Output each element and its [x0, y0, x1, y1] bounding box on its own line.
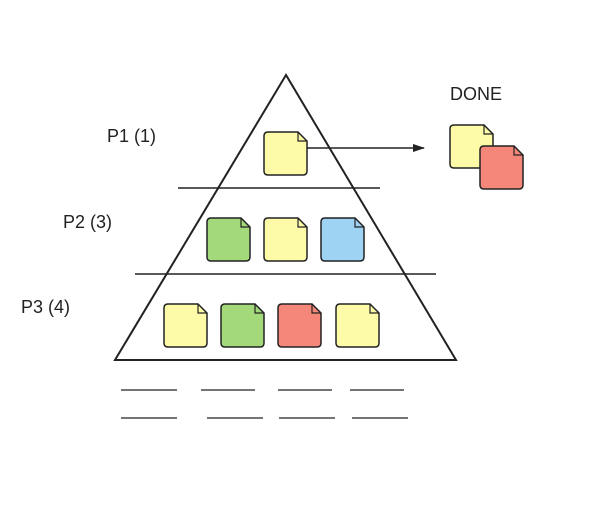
sticky-note-p3-3-fold	[311, 304, 321, 314]
sticky-note-p3-2-fold	[254, 304, 264, 314]
sticky-note-p3-3	[277, 303, 322, 348]
sticky-note-p1-1	[263, 131, 308, 176]
level-label-p2: P2 (3)	[63, 212, 113, 232]
sticky-note-p2-3	[320, 217, 365, 262]
done-note-2	[479, 145, 524, 190]
sticky-note-p2-2-fold	[297, 218, 307, 228]
done-label: DONE	[450, 84, 503, 104]
sticky-note-p2-2	[263, 217, 308, 262]
pyramid-outline	[113, 73, 458, 361]
level-label-p1: P1 (1)	[107, 126, 157, 146]
level-label-p3: P3 (4)	[21, 297, 71, 317]
sticky-note-p3-4	[335, 303, 380, 348]
sticky-note-p3-1-fold	[197, 304, 207, 314]
sticky-note-p2-1-fold	[240, 218, 250, 228]
done-note-1-fold	[483, 125, 493, 135]
done-note-2-fold	[513, 146, 523, 156]
sticky-note-p3-4-fold	[369, 304, 379, 314]
sticky-note-p2-3-fold	[354, 218, 364, 228]
sticky-note-p1-1-fold	[297, 132, 307, 142]
sticky-note-p3-1	[163, 303, 208, 348]
sticky-note-p3-2	[220, 303, 265, 348]
sticky-note-p2-1	[206, 217, 251, 262]
